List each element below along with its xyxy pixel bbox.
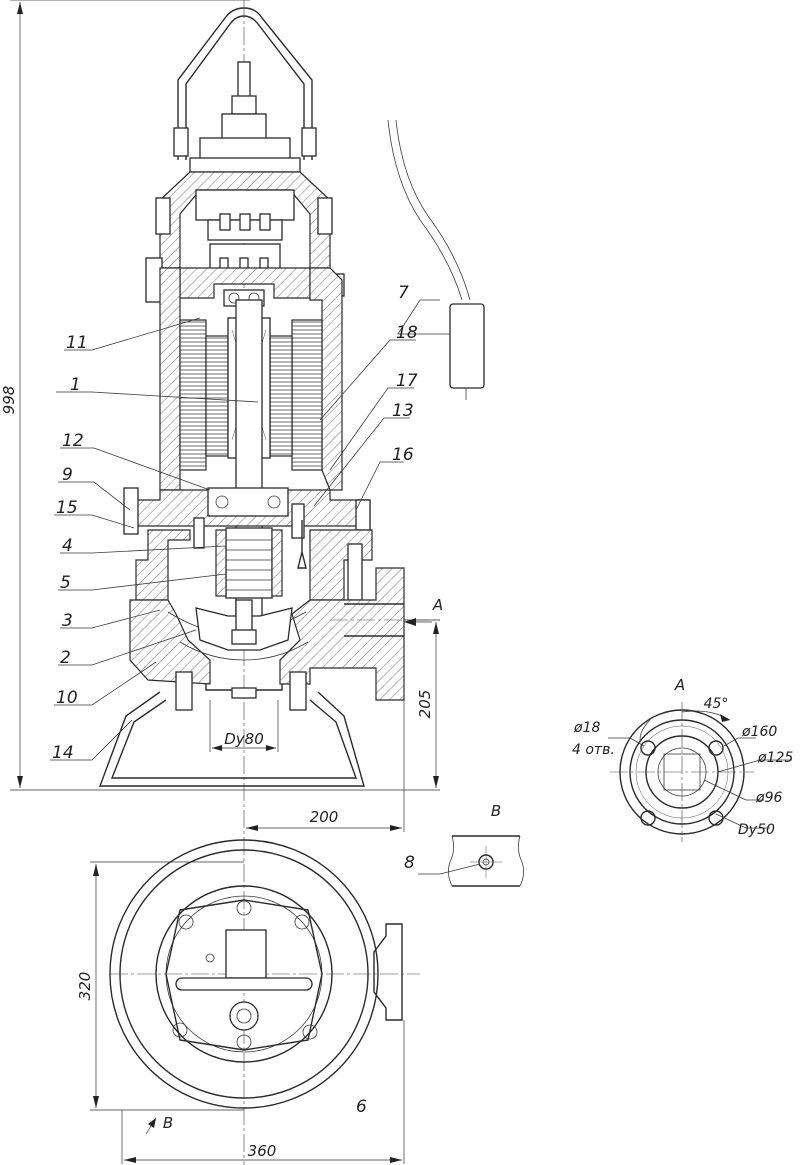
label-part-11: 11 <box>66 333 88 353</box>
lower-bearing <box>207 487 289 517</box>
label-part-5: 5 <box>60 573 71 593</box>
label-part-9: 9 <box>62 465 73 485</box>
front-section-view <box>98 0 485 1165</box>
label-part-15: 15 <box>56 498 78 518</box>
view-a-title: A <box>674 676 685 694</box>
plan-handle <box>175 977 313 991</box>
plan-cable-entry <box>229 1001 259 1031</box>
label-part-13: 13 <box>392 401 414 421</box>
flange-d-bolt: ø125 <box>757 750 793 766</box>
stator-winding-right <box>291 319 323 471</box>
cable-gland <box>237 61 251 99</box>
view-b <box>418 835 524 887</box>
volute-casing-left <box>129 599 211 685</box>
label-part-18: 18 <box>396 323 418 343</box>
dim-plan-width: 360 <box>248 1142 277 1160</box>
view-a <box>608 702 792 842</box>
label-part-12: 12 <box>62 431 84 451</box>
outlet-nozzle <box>344 603 404 637</box>
stator-winding-left <box>179 319 207 471</box>
flange-d-outer: ø160 <box>741 724 777 740</box>
view-b-marker: B <box>163 1114 173 1132</box>
flange-d-nominal: Dy50 <box>738 822 775 838</box>
dim-base-dy: Dy80 <box>224 730 264 748</box>
dim-plan-depth: 320 <box>76 972 94 1001</box>
dim-outlet-offset: 200 <box>310 808 339 826</box>
motor-housing-left <box>159 267 181 491</box>
oil-chamber-right <box>309 529 373 601</box>
mechanical-seal <box>215 527 283 599</box>
flange-labels: 45° ø18 4 отв. ø160 ø125 ø96 Dy50 <box>572 696 793 838</box>
dim-height-total: 998 <box>0 386 18 415</box>
label-part-8: 8 <box>404 853 415 873</box>
label-part-10: 10 <box>56 688 78 708</box>
flange-d-inner: ø96 <box>755 790 782 806</box>
volute-casing-right <box>279 567 405 701</box>
flange-hole-dia: ø18 <box>573 720 600 736</box>
label-part-14: 14 <box>52 743 74 763</box>
label-part-2: 2 <box>60 648 71 668</box>
label-part-1: 1 <box>70 375 81 395</box>
view-a-marker: A <box>432 596 443 614</box>
oil-chamber-left <box>135 529 191 601</box>
float-switch <box>449 303 485 389</box>
stand-foot <box>98 691 365 787</box>
plan-junction-box <box>225 929 267 979</box>
plan-motor-flange <box>165 899 323 1051</box>
flange-angle: 45° <box>704 696 729 712</box>
label-part-6: 6 <box>356 1097 367 1117</box>
plan-outlet-flange <box>373 923 403 1021</box>
view-labels: A A B B <box>163 596 685 1132</box>
view-b-outline <box>452 835 520 887</box>
flange-hole-count: 4 отв. <box>572 742 615 758</box>
dim-outlet-height: 205 <box>416 690 434 719</box>
dimensions-plan <box>90 861 405 1164</box>
dimension-labels: 998 205 200 Dy80 320 360 <box>0 386 434 1160</box>
part-labels: 11 1 12 9 15 4 5 3 2 10 14 7 18 17 13 16… <box>52 283 418 1117</box>
label-part-17: 17 <box>396 371 418 391</box>
label-part-7: 7 <box>398 283 409 303</box>
moisture-probe <box>297 520 307 569</box>
dimensions-front <box>10 0 440 832</box>
view-b-title: B <box>491 802 501 820</box>
label-part-4: 4 <box>62 536 73 556</box>
leader-lines <box>50 299 450 761</box>
label-part-16: 16 <box>392 445 414 465</box>
cable <box>387 119 463 301</box>
plan-view <box>109 839 420 1109</box>
plan-outer-ring <box>109 839 379 1109</box>
label-part-3: 3 <box>62 611 73 631</box>
lifting-handle <box>177 7 313 160</box>
